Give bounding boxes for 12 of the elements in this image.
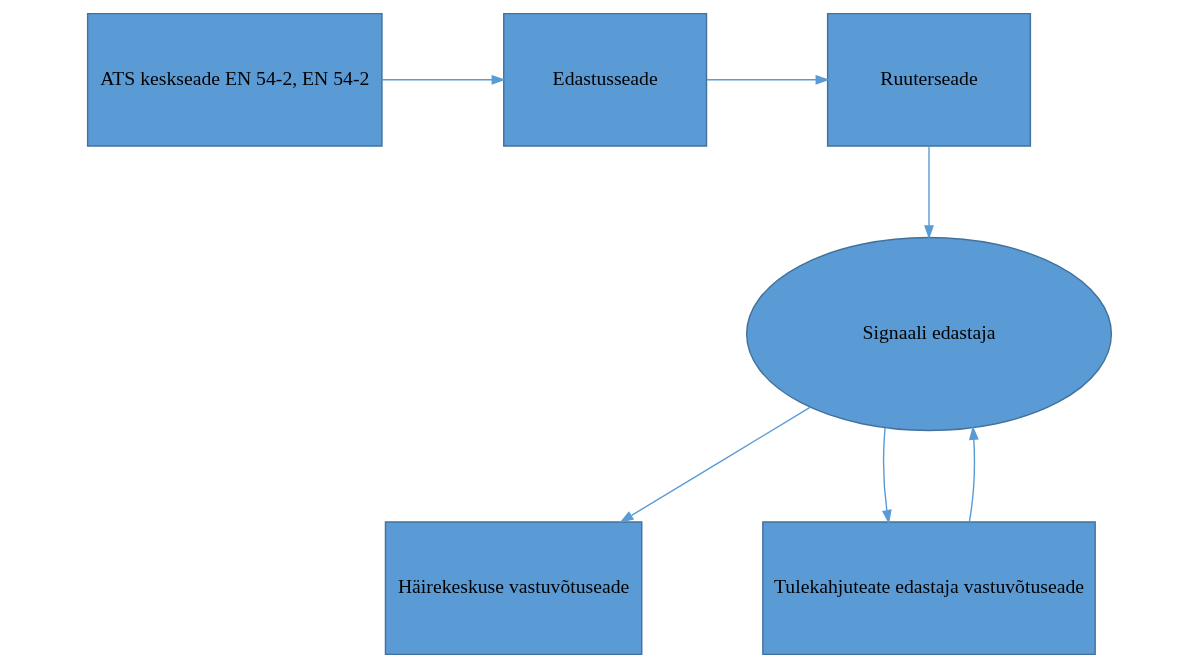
arrow [380, 74, 506, 85]
arrow [923, 145, 934, 240]
node-box: Edastusseade [502, 12, 707, 147]
arrow [619, 406, 811, 523]
arrow [881, 427, 892, 525]
arrow [705, 74, 830, 85]
arrow [968, 425, 979, 523]
node-box: Tulekahjuteate edastaja vastuvõtuseade [761, 521, 1096, 656]
node-box: Ruuterseade [826, 12, 1031, 147]
node-ellipse: Signaali edastaja [745, 236, 1112, 432]
node-box: Häirekeskuse vastuvõtuseade [384, 521, 642, 656]
node-box: ATS keskseade EN 54-2, EN 54-2 [86, 12, 383, 147]
